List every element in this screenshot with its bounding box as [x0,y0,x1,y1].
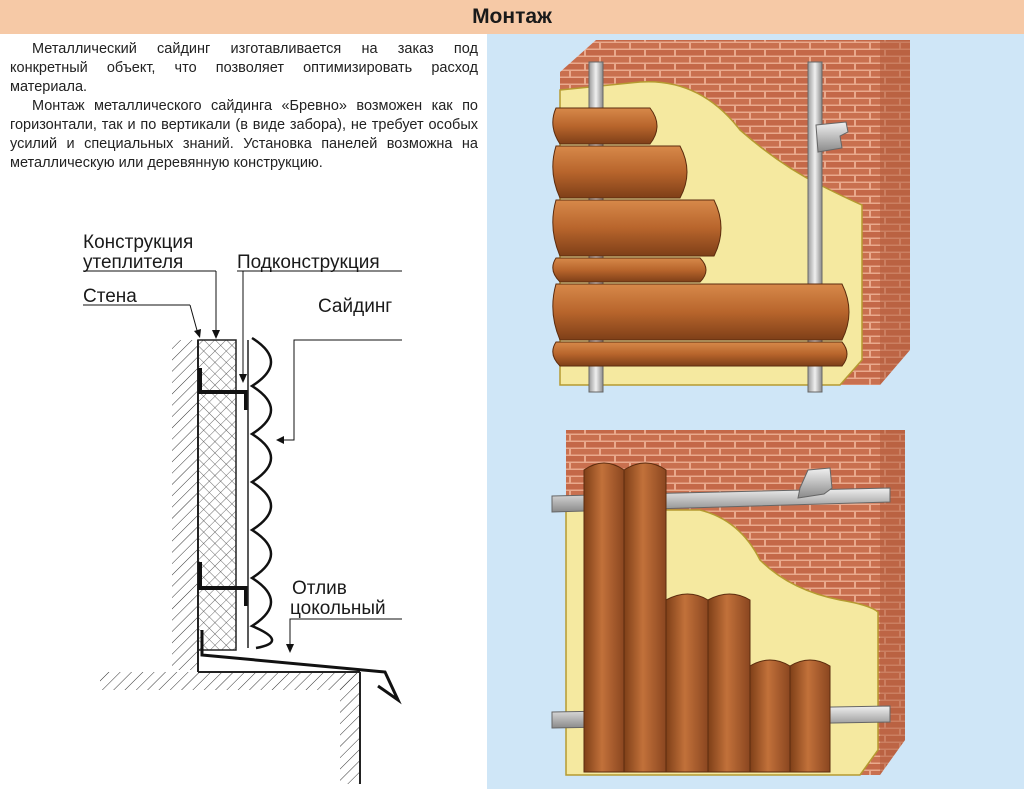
label-siding: Сайдинг [318,296,392,317]
horizontal-log-2 [552,145,688,199]
horizontal-log-3 [552,199,722,257]
paragraph-1: Металлический сайдинг изготавливается на… [10,41,478,95]
page-title: Монтаж [472,5,552,28]
mount-bracket [815,121,849,153]
label-drip-1: Отлив [292,578,347,599]
label-subframe: Подконструкция [237,252,380,273]
label-wall: Стена [83,286,137,307]
horizontal-log-4 [552,257,707,283]
horizontal-log-5 [552,283,850,341]
label-drip-2: цокольный [290,598,386,619]
horizontal-log-6 [552,341,848,367]
drip-flashing [200,630,402,705]
wall-section [172,340,198,670]
paragraph-2: Монтаж металлического сайдинга «Бревно» … [10,98,478,171]
ground-section [100,672,360,690]
subframe-profile-bottom [198,562,248,606]
vertical-log-6 [789,659,831,773]
siding-profile [249,336,274,650]
subframe-profile-top [198,368,248,410]
description-text: Металлический сайдинг изготавливается на… [10,40,478,173]
vertical-log-3 [665,593,709,773]
title-bar: Монтаж [0,0,1024,34]
label-insulation-2: утеплителя [83,252,183,273]
horizontal-log-1 [552,107,658,145]
mount-bracket-2 [797,467,833,499]
vertical-log-4 [707,593,751,773]
label-insulation-1: Конструкция [83,232,193,253]
